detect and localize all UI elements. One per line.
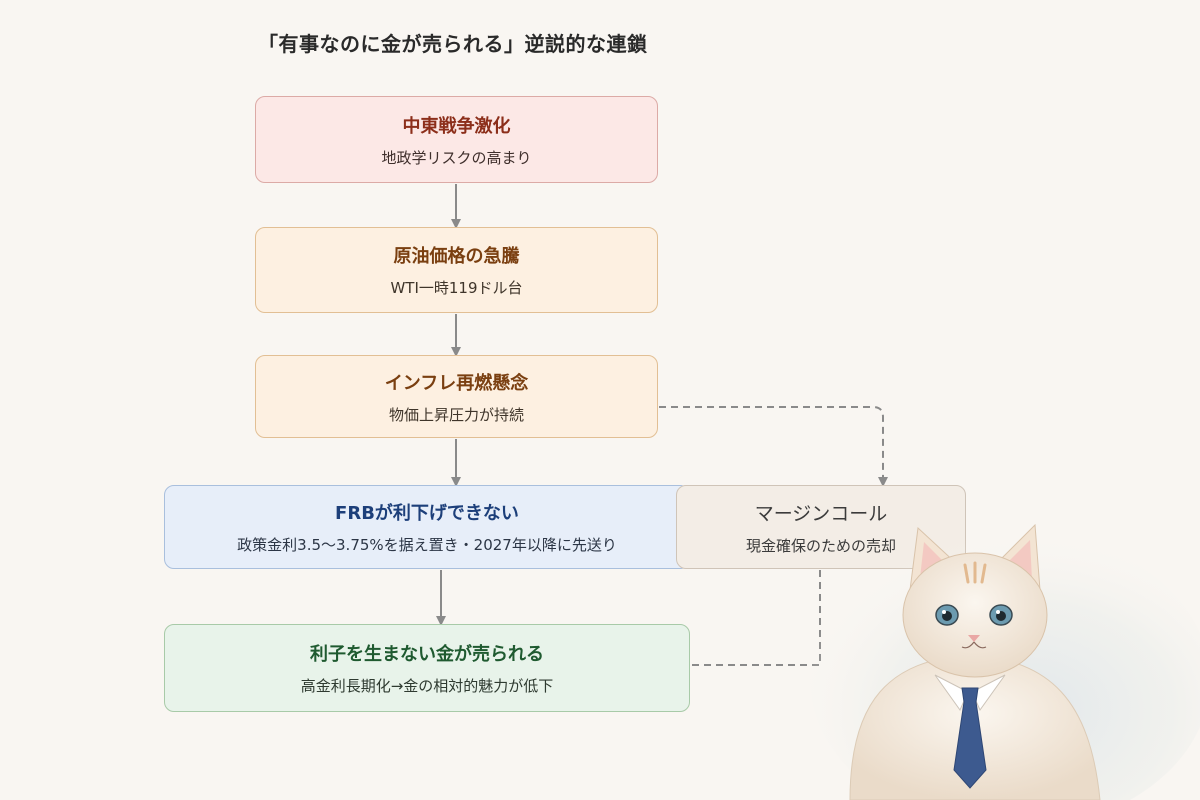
node-frb-title: FRBが利下げできない <box>335 503 519 524</box>
node-margin-call-subtitle: 現金確保のための売却 <box>745 536 896 555</box>
cat-forehead-stripes <box>963 561 987 584</box>
node-margin-call-title: マージンコール <box>754 502 888 525</box>
cat-nose <box>968 635 980 642</box>
node-gold: 利子を生まない金が売られる 高金利長期化→金の相対的魅力が低下 <box>164 624 690 712</box>
node-inflation-subtitle: 物価上昇圧力が持続 <box>388 405 524 424</box>
necktie-icon <box>953 687 987 789</box>
node-frb-subtitle: 政策金利3.5〜3.75%を据え置き・2027年以降に先送り <box>237 536 617 554</box>
node-war-subtitle: 地政学リスクの高まり <box>381 148 532 167</box>
node-war: 中東戦争激化 地政学リスクの高まり <box>255 96 658 183</box>
node-frb: FRBが利下げできない 政策金利3.5〜3.75%を据え置き・2027年以降に先… <box>164 485 690 569</box>
node-inflation-title: インフレ再燃懸念 <box>384 372 529 394</box>
cat-illustration <box>810 523 1200 800</box>
diagram-title: 「有事なのに金が売られる」逆説的な連鎖 <box>258 32 648 56</box>
cat-head <box>902 552 1048 678</box>
node-war-title: 中東戦争激化 <box>402 115 511 137</box>
node-gold-title: 利子を生まない金が売られる <box>310 644 544 665</box>
node-oil-title: 原油価格の急騰 <box>393 246 520 267</box>
cat-mouth <box>961 641 987 649</box>
node-inflation: インフレ再燃懸念 物価上昇圧力が持続 <box>255 355 658 438</box>
node-oil-subtitle: WTI一時119ドル台 <box>390 279 523 297</box>
node-oil: 原油価格の急騰 WTI一時119ドル台 <box>255 227 658 313</box>
node-gold-subtitle: 高金利長期化→金の相対的魅力が低下 <box>300 677 554 695</box>
